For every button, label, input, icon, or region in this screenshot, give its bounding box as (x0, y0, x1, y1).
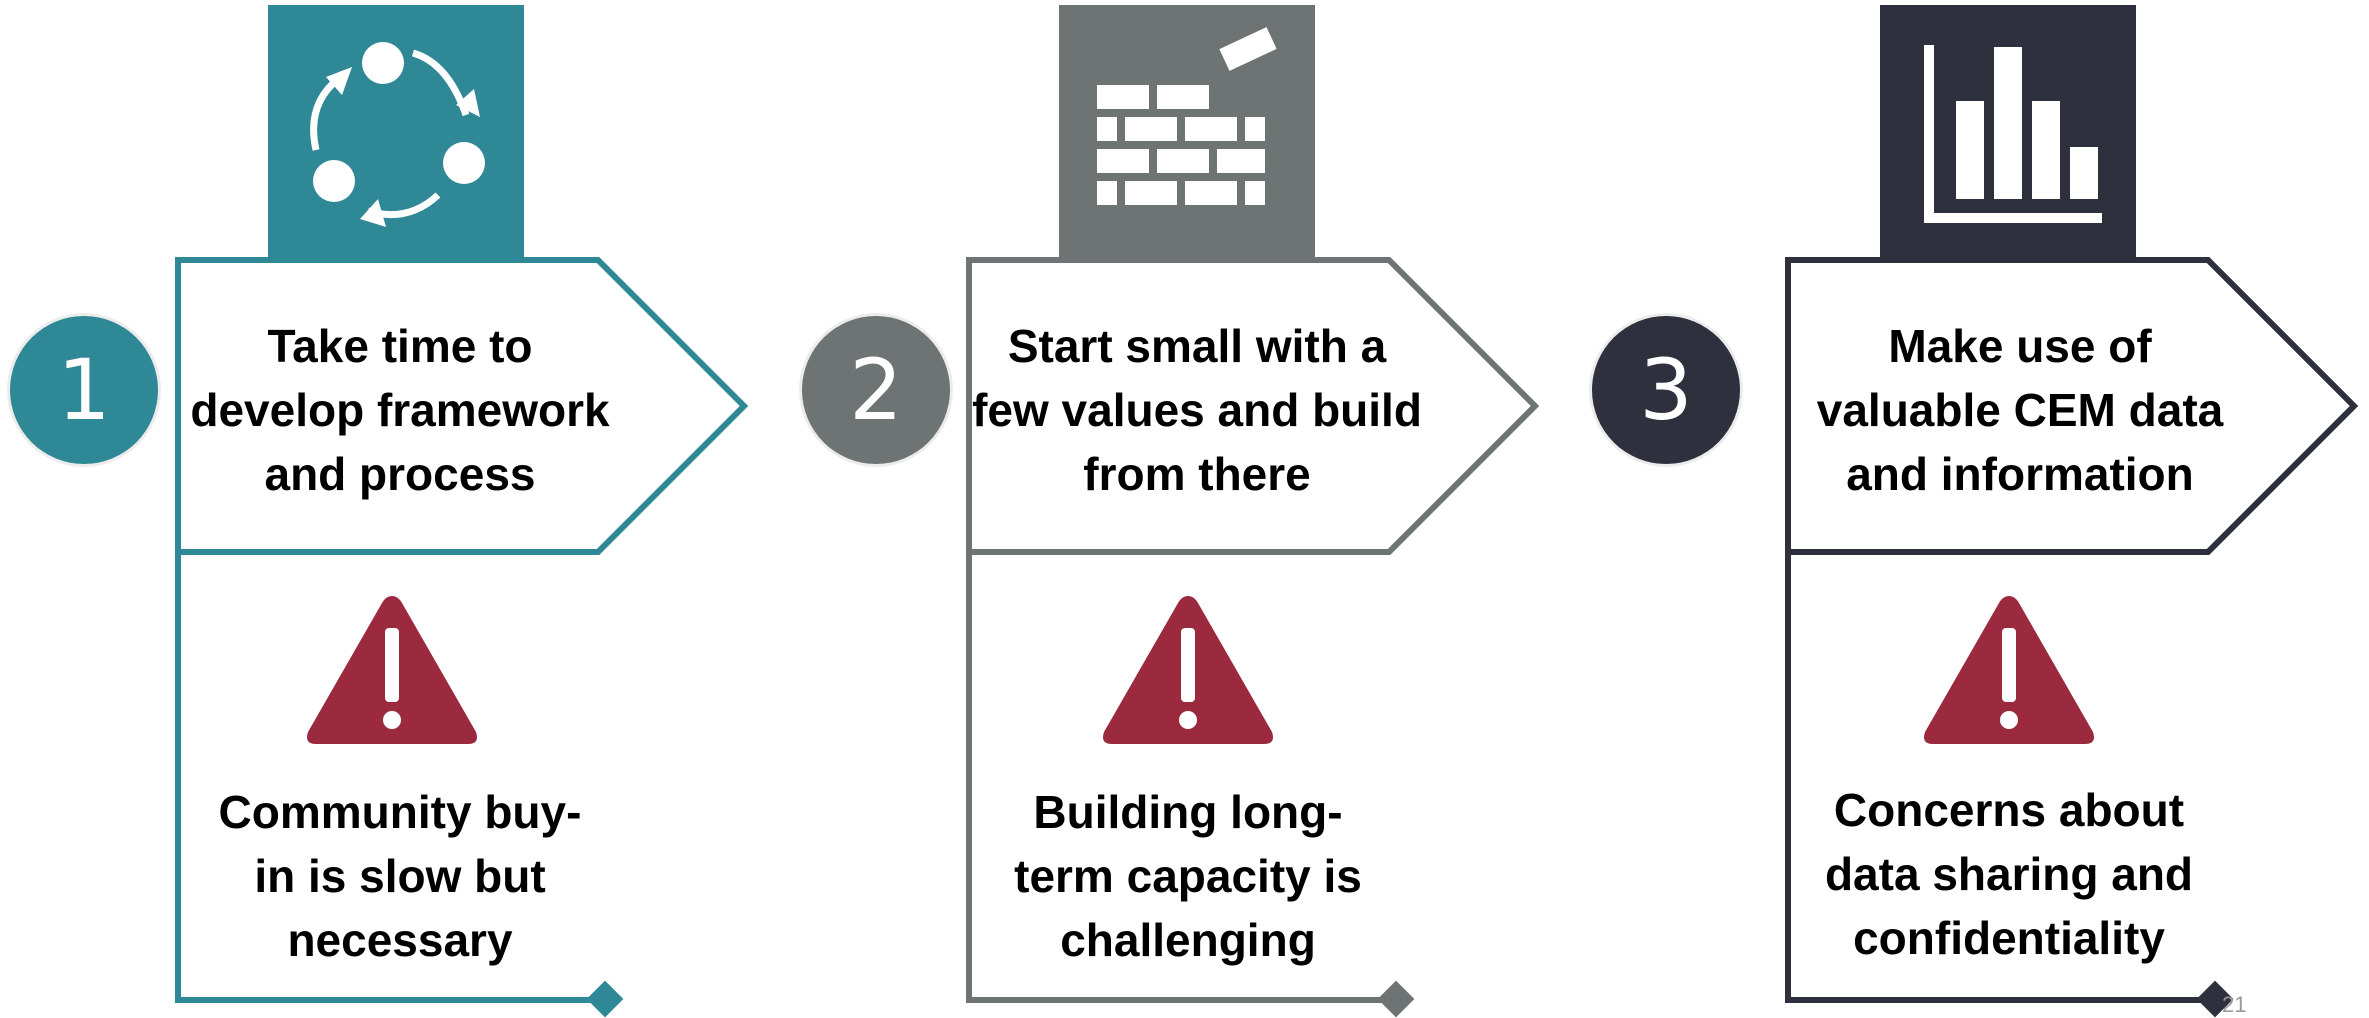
step-1-frame (175, 257, 749, 1018)
warning-triangle-icon (1103, 596, 1273, 744)
step-3-title-line: and information (1846, 448, 2194, 500)
step-3: 3 Make use of valuable CEM data and info… (1580, 0, 2369, 1018)
step-3-challenge-line: Concerns about (1833, 784, 2185, 836)
step-2-title-line: from there (1083, 448, 1311, 500)
warning-triangle-icon (1924, 596, 2094, 744)
bar-chart-icon (1880, 5, 2136, 261)
step-1-title: Take time to develop framework and proce… (190, 314, 610, 506)
step-2-title-line: few values and build (972, 384, 1422, 436)
step-3-number: 3 (1639, 341, 1693, 439)
step-1: 1 Take time to develop framework and pro… (0, 0, 800, 1018)
step-3-title: Make use of valuable CEM data and inform… (1800, 314, 2240, 506)
step-1-challenge-line: necessary (287, 914, 513, 966)
step-3-title-line: Make use of (1888, 320, 2152, 372)
page-number: 21 (2222, 992, 2247, 1017)
step-3-challenge-line: data sharing and (1824, 848, 2194, 900)
step-3-challenge-line: confidentiality (1853, 912, 2165, 964)
step-3-title-line: valuable CEM data (1816, 384, 2224, 436)
step-3-number-badge: 3 (1592, 316, 1740, 464)
step-2-challenge-line: challenging (1060, 914, 1316, 966)
step-1-number-badge: 1 (10, 316, 158, 464)
step-1-title-line: Take time to (267, 320, 533, 372)
step-2-title: Start small with a few values and build … (972, 314, 1422, 506)
step-2-challenge-line: term capacity is (1014, 850, 1362, 902)
step-2: 2 Start small with a few values and buil… (792, 0, 1592, 1018)
step-1-title-line: and process (264, 448, 536, 500)
step-2-number-badge: 2 (802, 316, 950, 464)
step-2-challenge-line: Building long- (1033, 786, 1343, 838)
step-3-challenge: Concerns about data sharing and confiden… (1799, 778, 2219, 970)
step-1-title-line: develop framework (190, 384, 610, 436)
cycle-arrows-icon (268, 5, 524, 261)
step-1-challenge-line: Community buy- (218, 786, 582, 838)
step-1-number: 1 (57, 341, 111, 439)
step-2-number: 2 (849, 341, 903, 439)
brick-wall-icon (1059, 5, 1315, 261)
step-2-challenge: Building long- term capacity is challeng… (978, 780, 1398, 972)
step-3-frame (1785, 257, 2359, 1018)
warning-triangle-icon (307, 596, 477, 744)
step-2-title-line: Start small with a (1007, 320, 1387, 372)
step-1-challenge: Community buy- in is slow but necessary (190, 780, 610, 972)
step-1-challenge-line: in is slow but (254, 850, 546, 902)
step-2-frame (966, 257, 1540, 1018)
